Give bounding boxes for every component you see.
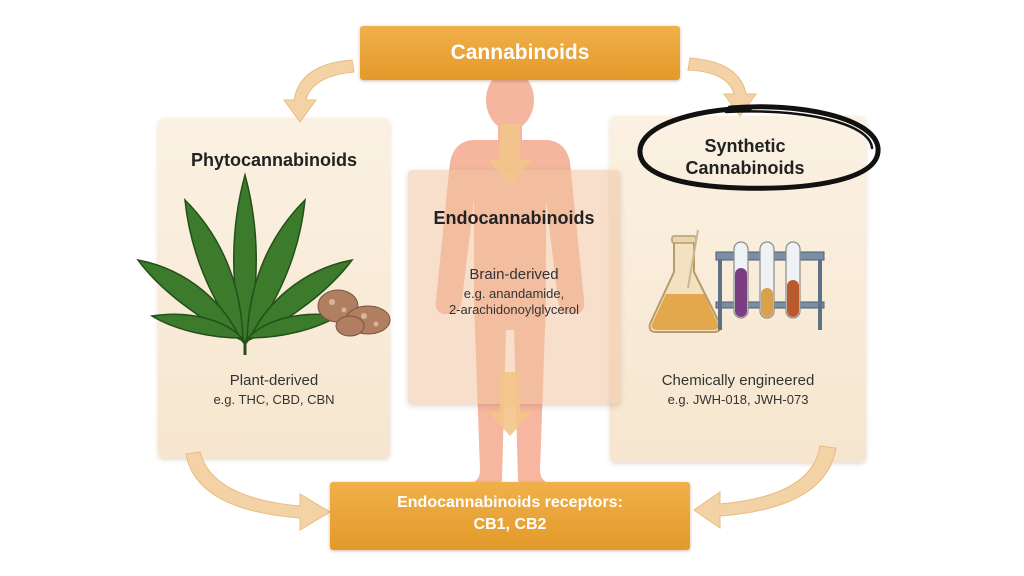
cannabis-leaf-icon [136, 172, 354, 355]
arrow-top-right [687, 57, 757, 117]
cannabinoids-label: Cannabinoids [450, 41, 590, 64]
hand-drawn-circle-annotation [637, 104, 881, 191]
brain-derived-text: Brain-derived [469, 266, 559, 283]
receptors-box: Endocannabinoids receptors: CB1, CB2 [330, 482, 690, 550]
erlenmeyer-flask-icon [648, 229, 722, 333]
phytocannabinoids-title: Phytocannabinoids [190, 150, 358, 170]
endocannabinoids-panel [408, 170, 620, 404]
receptors-line1: Endocannabinoids receptors: [397, 494, 623, 511]
endo-example-text-2: 2-arachidonoylglycerol [448, 302, 580, 317]
test-tube-rack-icon [715, 241, 825, 330]
endocannabinoids-title: Endocannabinoids [433, 208, 595, 228]
endo-example-text-1: e.g. anandamide, [463, 286, 565, 301]
arrow-top-left [283, 59, 355, 123]
plant-derived-text: Plant-derived [229, 372, 319, 389]
arrow-bottom-left [185, 451, 331, 531]
cannabis-bud-icon [317, 289, 391, 337]
receptors-line2: CB1, CB2 [473, 516, 547, 533]
synthetic-examples-text: e.g. JWH-018, JWH-073 [667, 392, 809, 407]
synthetic-title-line2: Cannabinoids [685, 158, 805, 178]
arrow-down-bottom [488, 372, 532, 436]
synthetic-title-line1: Synthetic [704, 136, 786, 156]
chemically-engineered-text: Chemically engineered [661, 372, 815, 389]
arrow-down-top [488, 124, 532, 186]
cannabinoids-box: Cannabinoids [360, 26, 680, 80]
arrow-bottom-right [693, 445, 837, 529]
plant-examples-text: e.g. THC, CBD, CBN [213, 392, 335, 407]
